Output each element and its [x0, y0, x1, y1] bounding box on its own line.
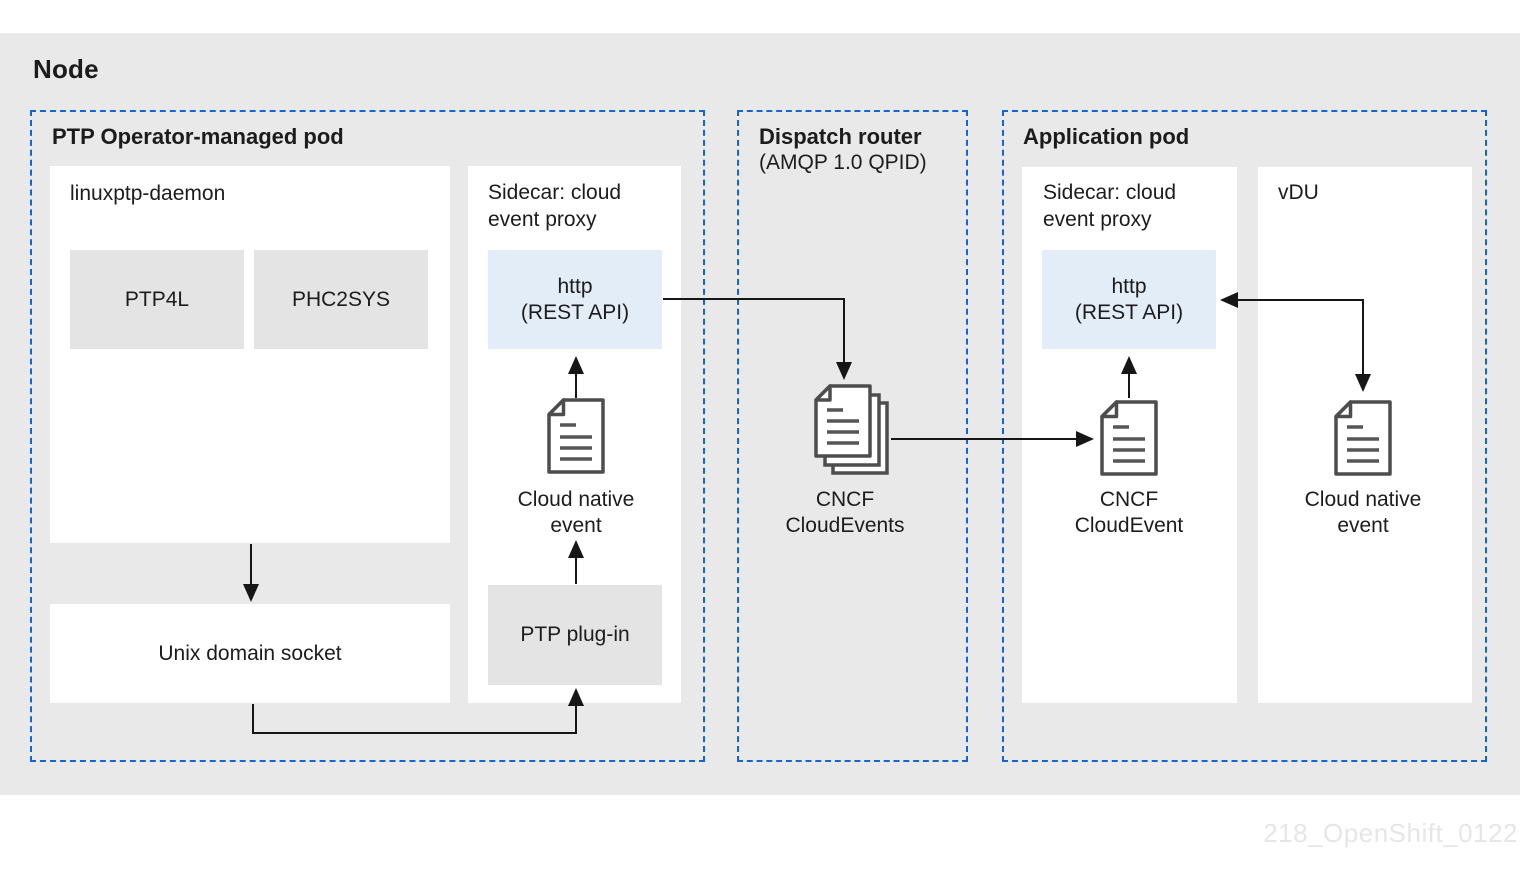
- watermark: 218_OpenShift_0122: [1263, 818, 1518, 848]
- cncf-cloudevent-label: CNCF CloudEvent: [1074, 488, 1184, 537]
- sidecar-proxy-label-ptp: Sidecar: cloud event proxy: [488, 181, 622, 231]
- http-rest-api-box-app: http (REST API): [1042, 250, 1216, 349]
- application-pod-title: Application pod: [1023, 124, 1190, 149]
- http-rest-api-label-ptp: http (REST API): [520, 274, 630, 324]
- document-stack-icon: [814, 384, 889, 475]
- unix-domain-socket-box: Unix domain socket: [50, 604, 450, 703]
- ptp-plugin-label: PTP plug-in: [520, 623, 630, 646]
- phc2sys-label: PHC2SYS: [291, 287, 391, 311]
- ptp4l-label: PTP4L: [124, 287, 190, 311]
- sidecar-proxy-label-app: Sidecar: cloud event proxy: [1043, 181, 1177, 231]
- linuxptp-daemon-box: [50, 166, 450, 543]
- node-title: Node: [33, 54, 99, 84]
- document-icon: [1334, 400, 1392, 476]
- dispatch-router-group-box: [737, 110, 968, 762]
- ptp4l-box: PTP4L: [70, 250, 244, 349]
- http-rest-api-label-app: http (REST API): [1074, 274, 1184, 324]
- document-icon: [1100, 400, 1158, 476]
- document-icon: [547, 398, 605, 474]
- ptp-pod-title: PTP Operator-managed pod: [52, 124, 344, 149]
- linuxptp-daemon-label: linuxptp-daemon: [70, 182, 226, 205]
- phc2sys-box: PHC2SYS: [254, 250, 428, 349]
- application-pod-group-box: [1002, 110, 1487, 762]
- ptp-plugin-box: PTP plug-in: [488, 585, 662, 685]
- http-rest-api-box-ptp: http (REST API): [488, 250, 662, 349]
- cncf-cloudevents-label: CNCF CloudEvents: [785, 488, 905, 537]
- ptp-pod-group-box: [30, 110, 705, 762]
- unix-domain-socket-label: Unix domain socket: [158, 641, 342, 665]
- vdu-label: vDU: [1278, 181, 1319, 204]
- cloud-native-event-label-ptp: Cloud native event: [517, 488, 635, 537]
- dispatch-router-title: Dispatch router: [759, 124, 922, 149]
- dispatch-router-subtitle: (AMQP 1.0 QPID): [759, 151, 927, 174]
- cloud-native-event-label-vdu: Cloud native event: [1304, 488, 1422, 537]
